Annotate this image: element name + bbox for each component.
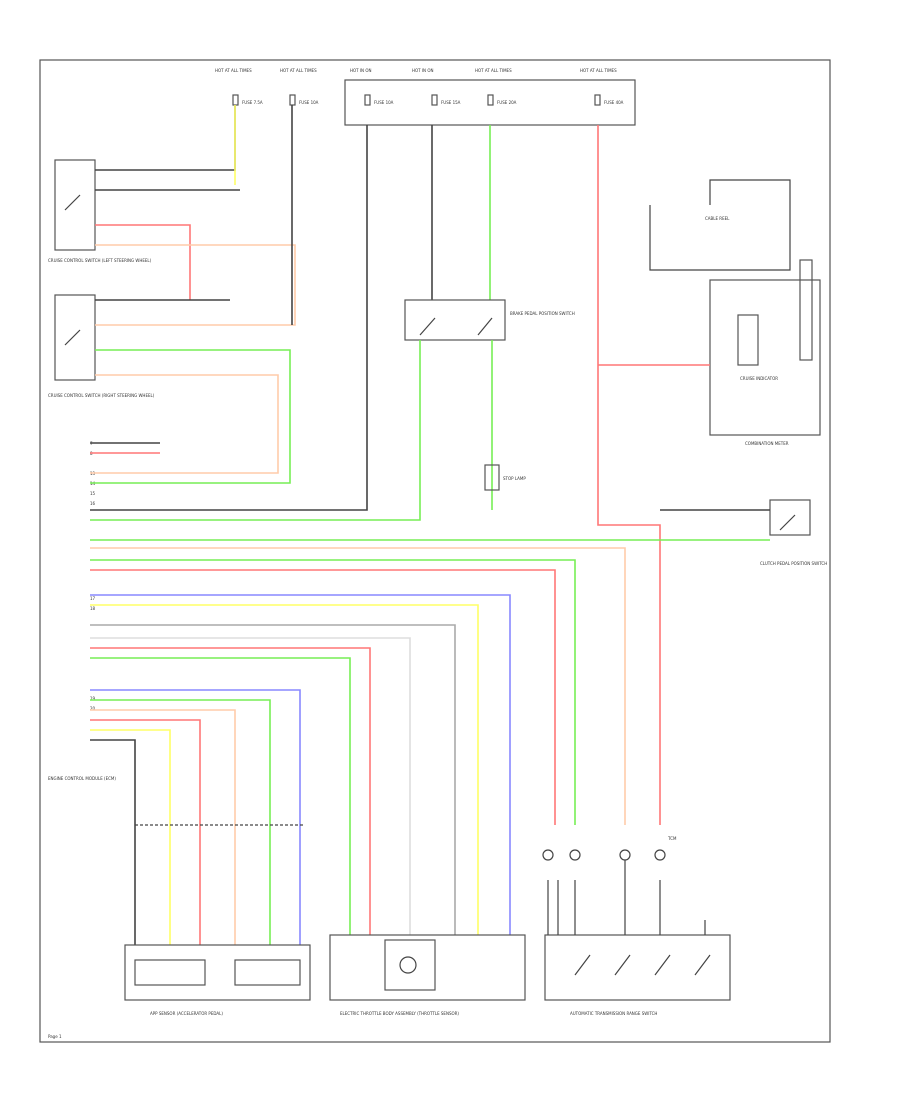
top-label-6: HOT AT ALL TIMES xyxy=(580,68,617,73)
top-label-2: HOT AT ALL TIMES xyxy=(280,68,317,73)
top-label-4: HOT IN ON xyxy=(412,68,433,73)
transmission-switch-box xyxy=(544,934,731,1001)
fuse-label-2: FUSE 10A xyxy=(299,100,319,105)
fuse-group: FUSE 7.5A FUSE 10A FUSE 10A FUSE 15A FUS… xyxy=(232,94,624,106)
ecm-pin-20: 20 xyxy=(90,706,96,711)
brake-switch-box xyxy=(404,299,506,341)
app-sensor-box xyxy=(124,944,311,1001)
combination-meter-label: COMBINATION METER xyxy=(745,441,789,446)
fuse-label-6: FUSE 40A xyxy=(604,100,624,105)
ecm-pin-18: 18 xyxy=(90,606,96,611)
meter-connector xyxy=(799,259,813,361)
fuse-label-4: FUSE 15A xyxy=(441,100,461,105)
fuse-label-1: FUSE 7.5A xyxy=(242,100,263,105)
tcm-connector: TCM xyxy=(542,836,677,861)
cruise-switch-right-box xyxy=(54,294,96,381)
combination-meter-box xyxy=(709,279,821,436)
tcm-label: TCM xyxy=(667,836,677,841)
cruise-indicator-box xyxy=(737,314,759,366)
ecm-pin-19: 19 xyxy=(90,696,96,701)
throttle-body-box xyxy=(329,934,526,1001)
cruise-switch-left-label: CRUISE CONTROL SWITCH (LEFT STEERING WHE… xyxy=(48,258,152,263)
top-label-3: HOT IN ON xyxy=(350,68,371,73)
app-sensor-label: APP SENSOR (ACCELERATOR PEDAL) xyxy=(150,1011,223,1016)
clutch-switch-label: CLUTCH PEDAL POSITION SWITCH xyxy=(760,561,827,566)
cable-reel-loop xyxy=(649,179,791,271)
ecm-pin-17: 17 xyxy=(90,596,96,601)
cruise-switch-right-label: CRUISE CONTROL SWITCH (RIGHT STEERING WH… xyxy=(48,393,155,398)
stop-lamp-box xyxy=(484,464,500,491)
diagram-border xyxy=(39,59,831,1043)
cruise-indicator-label: CRUISE INDICATOR xyxy=(740,376,778,381)
top-label-5: HOT AT ALL TIMES xyxy=(475,68,512,73)
cable-reel-label: CABLE REEL xyxy=(705,216,730,221)
fuse-label-3: FUSE 10A xyxy=(374,100,394,105)
throttle-body-label: ELECTRIC THROTTLE BODY ASSEMBLY (THROTTL… xyxy=(340,1011,459,1016)
clutch-switch-box xyxy=(769,499,811,536)
ecm-pin-15: 15 xyxy=(90,491,96,496)
page-number: Page 1 xyxy=(48,1034,62,1039)
top-label-1: HOT AT ALL TIMES xyxy=(215,68,252,73)
stop-lamp-label: STOP LAMP xyxy=(503,476,526,481)
fuse-label-5: FUSE 20A xyxy=(497,100,517,105)
ecm-pin-16: 16 xyxy=(90,501,96,506)
transmission-switch-label: AUTOMATIC TRANSMISSION RANGE SWITCH xyxy=(570,1011,657,1016)
cruise-switch-left-box xyxy=(54,159,96,251)
brake-switch-label: BRAKE PEDAL POSITION SWITCH xyxy=(510,311,575,316)
ecm-label: ENGINE CONTROL MODULE (ECM) xyxy=(48,776,116,781)
